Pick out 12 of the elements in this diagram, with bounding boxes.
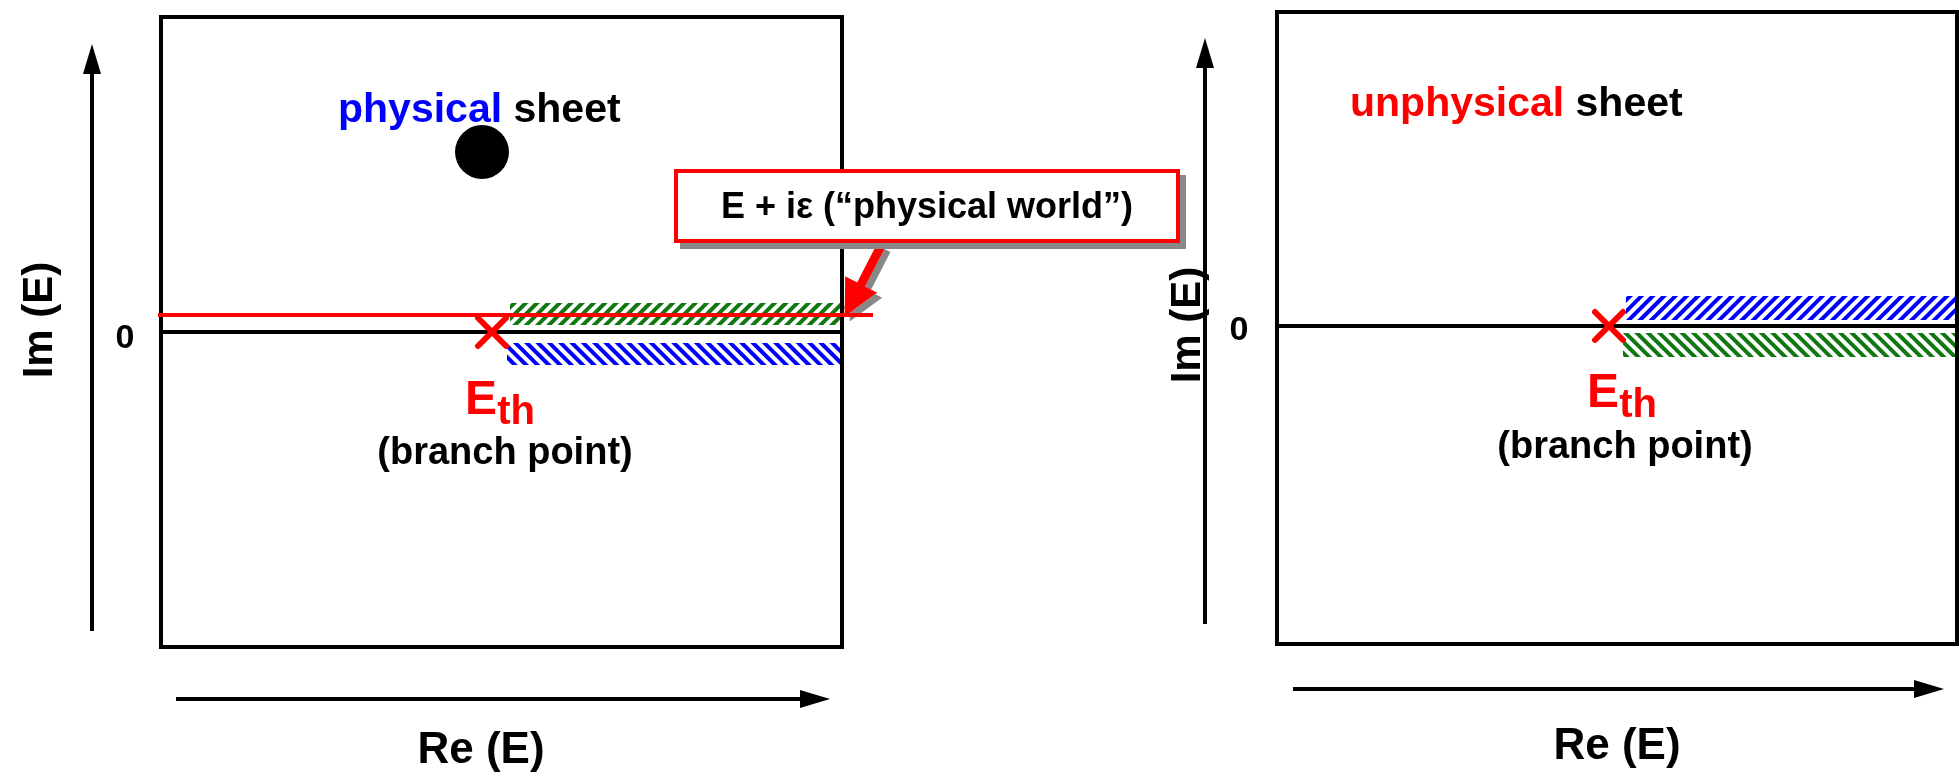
- tick-label: 0: [1229, 311, 1249, 345]
- axis-label: Re (E): [1553, 722, 1681, 766]
- axis-label: Im (E): [17, 261, 59, 379]
- threshold-label: E$_{th}$: [1587, 366, 1657, 424]
- sheet-heading: physical sheet: [338, 84, 621, 133]
- threshold-label: E$_{th}$: [465, 373, 535, 431]
- annotation: (branch point): [1497, 426, 1753, 464]
- tick-label: 0: [115, 319, 135, 353]
- annotation: (branch point): [377, 432, 633, 470]
- axis-label: Re (E): [417, 726, 545, 770]
- complex-sheet-panel: [1275, 10, 1959, 646]
- sheet-heading: unphysical sheet: [1350, 78, 1683, 127]
